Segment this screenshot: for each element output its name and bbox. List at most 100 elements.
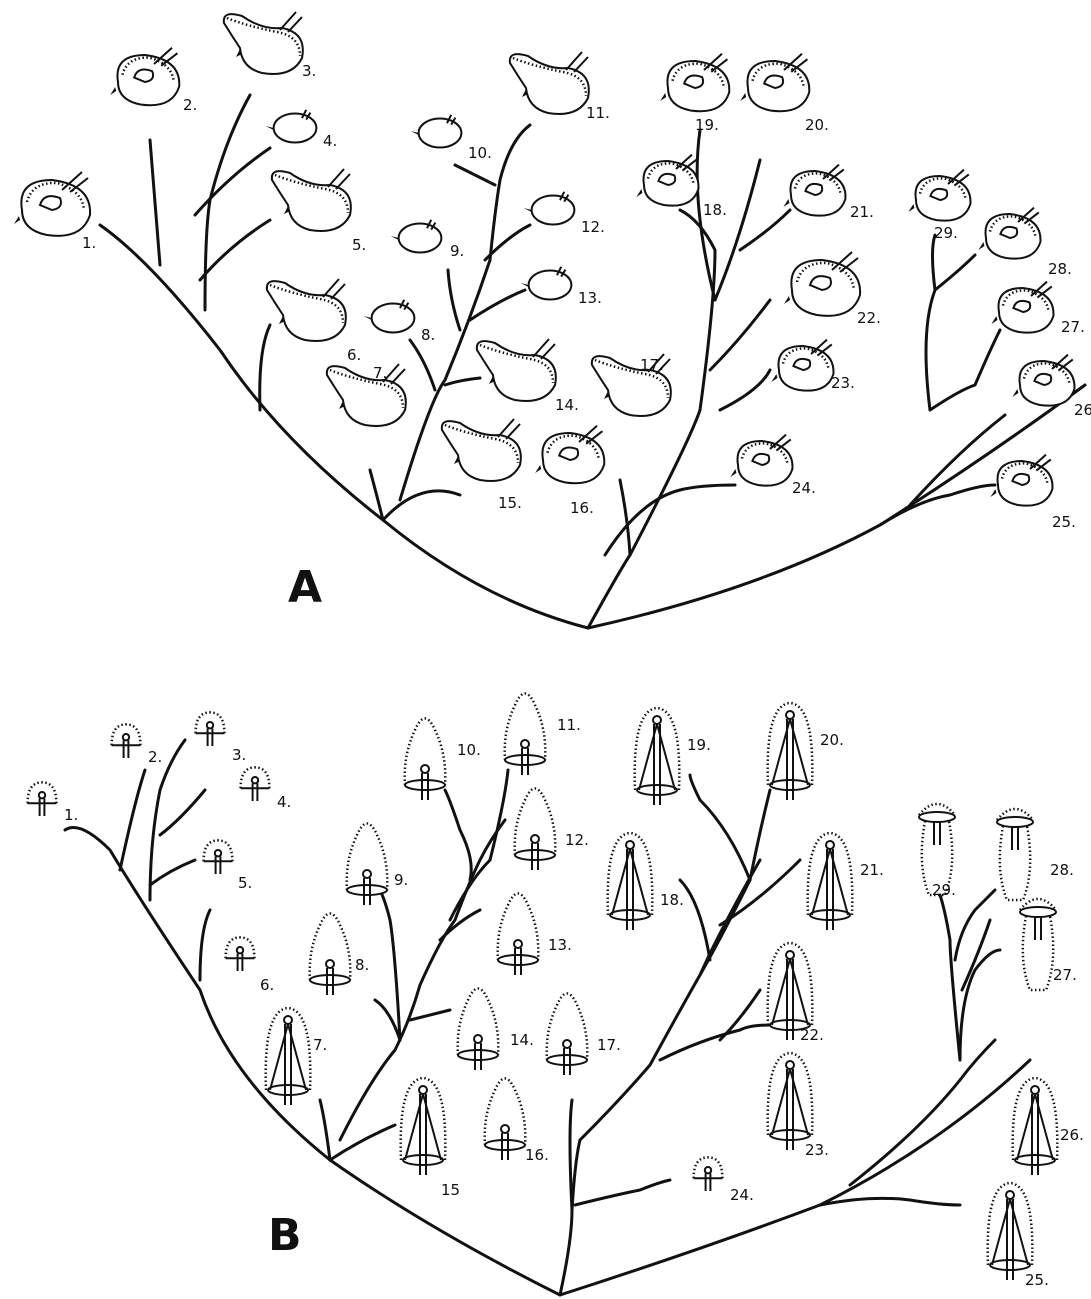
- panel-b-specimen-label: 29.: [932, 881, 956, 899]
- panel-b-specimen-label: 6.: [260, 976, 274, 994]
- panel-b-specimen-25: 25.: [988, 1183, 1049, 1289]
- panel-a-specimen-28: 28.: [978, 208, 1071, 278]
- panel-b-specimen-label: 26.: [1060, 1126, 1084, 1144]
- panel-b-specimen-29: 29.: [919, 804, 956, 899]
- panel-b-specimen-16: 16.: [485, 1079, 549, 1165]
- panel-a-specimen-label: 28.: [1048, 260, 1072, 278]
- panel-a-specimen-label: 18.: [703, 201, 727, 219]
- panel-b-specimen-14: 14.: [458, 989, 534, 1071]
- panel-a-specimen-11: 11.: [510, 52, 610, 122]
- panel-b-specimen-4: 4.: [241, 767, 292, 811]
- panel-a-specimen-4: 4.: [266, 110, 338, 150]
- panel-b-specimen-label: 27.: [1053, 966, 1077, 984]
- panel-a-specimen-label: 26.: [1074, 401, 1091, 419]
- panel-b-specimen-label: 20.: [820, 731, 844, 749]
- panel-a-specimen-label: 22.: [857, 309, 881, 327]
- panel-a-specimen-15: 15.: [442, 419, 522, 512]
- panel-b-specimen-label: 18.: [660, 891, 684, 909]
- panel-a-specimen-label: 7.: [373, 364, 387, 382]
- panel-b-specimen-label: 2.: [148, 748, 162, 766]
- panel-a-specimen-label: 15.: [498, 494, 522, 512]
- panel-b-specimen-2: 2.: [112, 724, 163, 766]
- panel-b-specimen-21: 21.: [808, 833, 884, 930]
- panel-a-specimen-label: 25.: [1052, 513, 1076, 531]
- panel-b-specimen-19: 19.: [635, 708, 711, 805]
- panel-a-specimen-label: 20.: [805, 116, 829, 134]
- tree-b: [65, 740, 1030, 1295]
- panel-b-specimen-22: 22.: [768, 943, 824, 1044]
- panel-a-specimen-label: 21.: [850, 203, 874, 221]
- panel-b-specimen-label: 12.: [565, 831, 589, 849]
- panel-b-specimen-label: 13.: [548, 936, 572, 954]
- panel-b-specimen-18: 18.: [608, 833, 684, 930]
- panel-a-specimen-label: 2.: [183, 96, 197, 114]
- panel-a-specimen-24: 24.: [730, 435, 815, 497]
- panel-a-specimen-label: 5.: [352, 236, 366, 254]
- panel-b-specimen-label: 10.: [457, 741, 481, 759]
- panel-a-specimen-label: 12.: [581, 218, 605, 236]
- panel-b-specimen-20: 20.: [768, 703, 844, 800]
- panel-b-specimen-15: 15: [401, 1078, 460, 1199]
- panel-b-specimen-label: 3.: [232, 746, 246, 764]
- panel-a-specimen-label: 4.: [323, 132, 337, 150]
- panel-a-specimen-16: 16.: [535, 426, 604, 517]
- panel-b-specimen-26: 26.: [1013, 1078, 1084, 1175]
- panel-b-specimen-label: 22.: [800, 1026, 824, 1044]
- panel-a-specimen-10: 10.: [411, 115, 492, 162]
- panel-b-specimen-label: 28.: [1050, 861, 1074, 879]
- panel-a-specimen-9: 9.: [391, 220, 465, 260]
- panel-b-specimen-label: 24.: [730, 1186, 754, 1204]
- panel-b-specimen-6: 6.: [226, 937, 275, 994]
- panel-b-specimen-8: 8.: [310, 914, 370, 996]
- panel-b-specimen-label: 16.: [525, 1146, 549, 1164]
- panel-a-specimen-label: 9.: [450, 242, 464, 260]
- panel-a-specimen-25: 25.: [990, 455, 1075, 531]
- panel-a-specimen-23: 23.: [771, 340, 854, 392]
- panel-b-specimen-12: 12.: [515, 789, 589, 871]
- panel-b-specimen-9: 9.: [347, 824, 409, 906]
- panel-a-specimen-2: 2.: [110, 48, 197, 114]
- panel-a-specimen-1: 1.: [14, 172, 96, 252]
- panel-a-specimen-label: 29.: [934, 224, 958, 242]
- panel-a-specimen-13: 13.: [521, 267, 602, 307]
- panel-a-specimen-label: 13.: [578, 289, 602, 307]
- panel-letter-a: A: [288, 562, 322, 613]
- panel-b-specimen-27: 27.: [1020, 899, 1077, 990]
- panel-b-specimen-3: 3.: [196, 712, 247, 764]
- panel-b-specimen-label: 25.: [1025, 1271, 1049, 1289]
- panel-b-specimen-label: 5.: [238, 874, 252, 892]
- panel-a-specimen-14: 14.: [477, 339, 579, 414]
- panel-b-specimen-label: 17.: [597, 1036, 621, 1054]
- panel-a-specimen-20: 20.: [740, 54, 829, 134]
- panel-b-specimen-label: 1.: [64, 806, 78, 824]
- panel-a-specimen-label: 14.: [555, 396, 579, 414]
- panel-b-specimen-label: 11.: [557, 716, 581, 734]
- panel-a-specimen-7: 7.: [327, 364, 406, 426]
- panel-a-specimen-label: 10.: [468, 144, 492, 162]
- panel-a-specimen-label: 17.: [640, 356, 664, 374]
- panel-a-specimen-6: 6.: [267, 279, 361, 364]
- panel-b-specimen-label: 4.: [277, 793, 291, 811]
- panel-a-specimen-19: 19.: [660, 54, 729, 134]
- panel-a-specimen-label: 27.: [1061, 318, 1085, 336]
- panel-a-specimen-label: 24.: [792, 479, 816, 497]
- specimens-a: 1.2.3.4.5.6.7.8.9.10.11.12.13.14.15.16.1…: [14, 12, 1091, 531]
- panel-a-specimen-17: 17.: [592, 354, 671, 416]
- panel-a-specimen-21: 21.: [783, 165, 873, 221]
- panel-b-specimen-7: 7.: [266, 1008, 328, 1105]
- panel-b-specimen-label: 9.: [394, 871, 408, 889]
- panel-a-specimen-label: 6.: [347, 346, 361, 364]
- panel-a-specimen-29: 29.: [908, 170, 970, 242]
- panel-b-specimen-13: 13.: [498, 894, 572, 976]
- panel-a-specimen-5: 5.: [272, 169, 366, 254]
- panel-b-specimen-label: 7.: [313, 1036, 327, 1054]
- panel-b-specimen-label: 8.: [355, 956, 369, 974]
- panel-a-specimen-3: 3.: [224, 12, 316, 80]
- panel-b-specimen-label: 14.: [510, 1031, 534, 1049]
- panel-a-specimen-label: 11.: [586, 104, 610, 122]
- panel-b-specimen-17: 17.: [547, 994, 621, 1076]
- panel-b-specimen-10: 10.: [405, 719, 481, 801]
- panel-b-specimen-24: 24.: [694, 1157, 754, 1204]
- panel-a-specimen-label: 19.: [695, 116, 719, 134]
